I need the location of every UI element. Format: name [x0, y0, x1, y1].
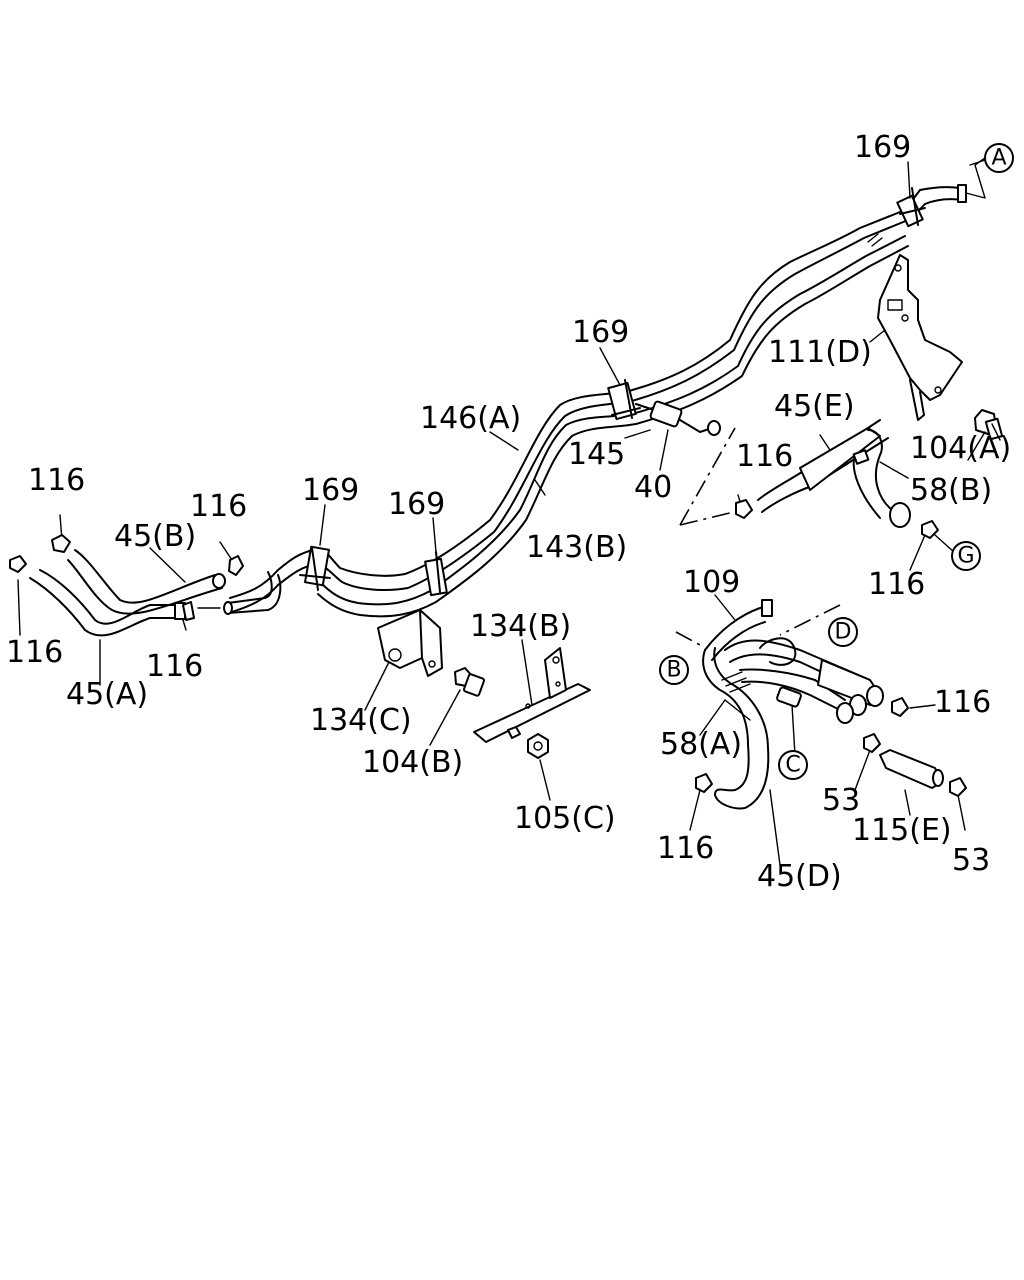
label-169-top: 169: [854, 130, 911, 165]
label-111d: 111(D): [768, 335, 872, 370]
clamp-169-leftmid: [424, 551, 448, 597]
label-53-1: 53: [822, 783, 860, 818]
svg-text:D: D: [835, 620, 852, 645]
hose-45d: [702, 647, 770, 810]
label-116-e: 116: [736, 439, 793, 474]
label-169-leftmid: 169: [388, 487, 445, 522]
pipe-109-assembly: [704, 599, 884, 724]
label-45d: 45(D): [757, 859, 842, 894]
nut-105c: [527, 733, 549, 759]
label-116-a: 116: [146, 649, 203, 684]
svg-text:B: B: [666, 658, 681, 683]
label-116-bl: 116: [6, 635, 63, 670]
label-105c: 105(C): [514, 801, 616, 836]
label-45e: 45(E): [774, 389, 855, 424]
label-58b: 58(B): [910, 473, 992, 508]
label-116-l2: 116: [190, 489, 247, 524]
label-45a: 45(A): [66, 677, 148, 712]
label-169-left: 169: [302, 473, 359, 508]
hose-piece-left: [197, 571, 282, 615]
hose-45e: [757, 419, 911, 528]
bracket-111d: [877, 254, 963, 421]
label-104a: 104(A): [910, 431, 1011, 466]
ref-circle-c: C: [778, 750, 808, 780]
leader-lines: [17, 159, 986, 866]
label-134c: 134(C): [310, 703, 412, 738]
label-143b: 143(B): [526, 530, 627, 565]
ref-circle-b: B: [659, 655, 689, 685]
bracket-134b: [473, 647, 591, 743]
label-116-r: 116: [934, 685, 991, 720]
label-109: 109: [683, 565, 740, 600]
label-115e: 115(E): [852, 813, 952, 848]
label-116-b: 116: [657, 831, 714, 866]
connector-145: [635, 400, 721, 436]
label-116-tl: 116: [28, 463, 85, 498]
label-146a: 146(A): [420, 401, 521, 436]
clamp-169-mid: [607, 379, 641, 421]
clamp-169-left: [299, 545, 331, 591]
bolt-104b: [454, 667, 486, 697]
clamp-169-top: [896, 187, 926, 228]
label-134b: 134(B): [470, 609, 571, 644]
hose-45b: [67, 549, 226, 615]
reference-lines: [675, 427, 841, 646]
ref-circle-g: G: [951, 541, 981, 571]
part-labels: 169 169 169 169 111(D) 104(A) 146(A) 145…: [6, 130, 1011, 894]
label-104b: 104(B): [362, 745, 463, 780]
bolt-104a: [974, 409, 1004, 441]
label-40: 40: [634, 470, 672, 505]
svg-text:A: A: [991, 146, 1006, 171]
clip-icons: [9, 499, 967, 797]
svg-text:G: G: [957, 544, 974, 569]
bracket-134c: [377, 609, 443, 677]
hose-115e: [879, 749, 944, 789]
label-58a: 58(A): [660, 727, 742, 762]
label-145: 145: [568, 437, 625, 472]
svg-text:C: C: [785, 753, 800, 778]
ref-circle-d: D: [828, 617, 858, 647]
label-169-mid: 169: [572, 315, 629, 350]
hose-45a: [29, 569, 186, 637]
ref-circle-a: A: [984, 143, 1014, 173]
label-116-g: 116: [868, 567, 925, 602]
label-53-2: 53: [952, 843, 990, 878]
label-45b: 45(B): [114, 519, 196, 554]
